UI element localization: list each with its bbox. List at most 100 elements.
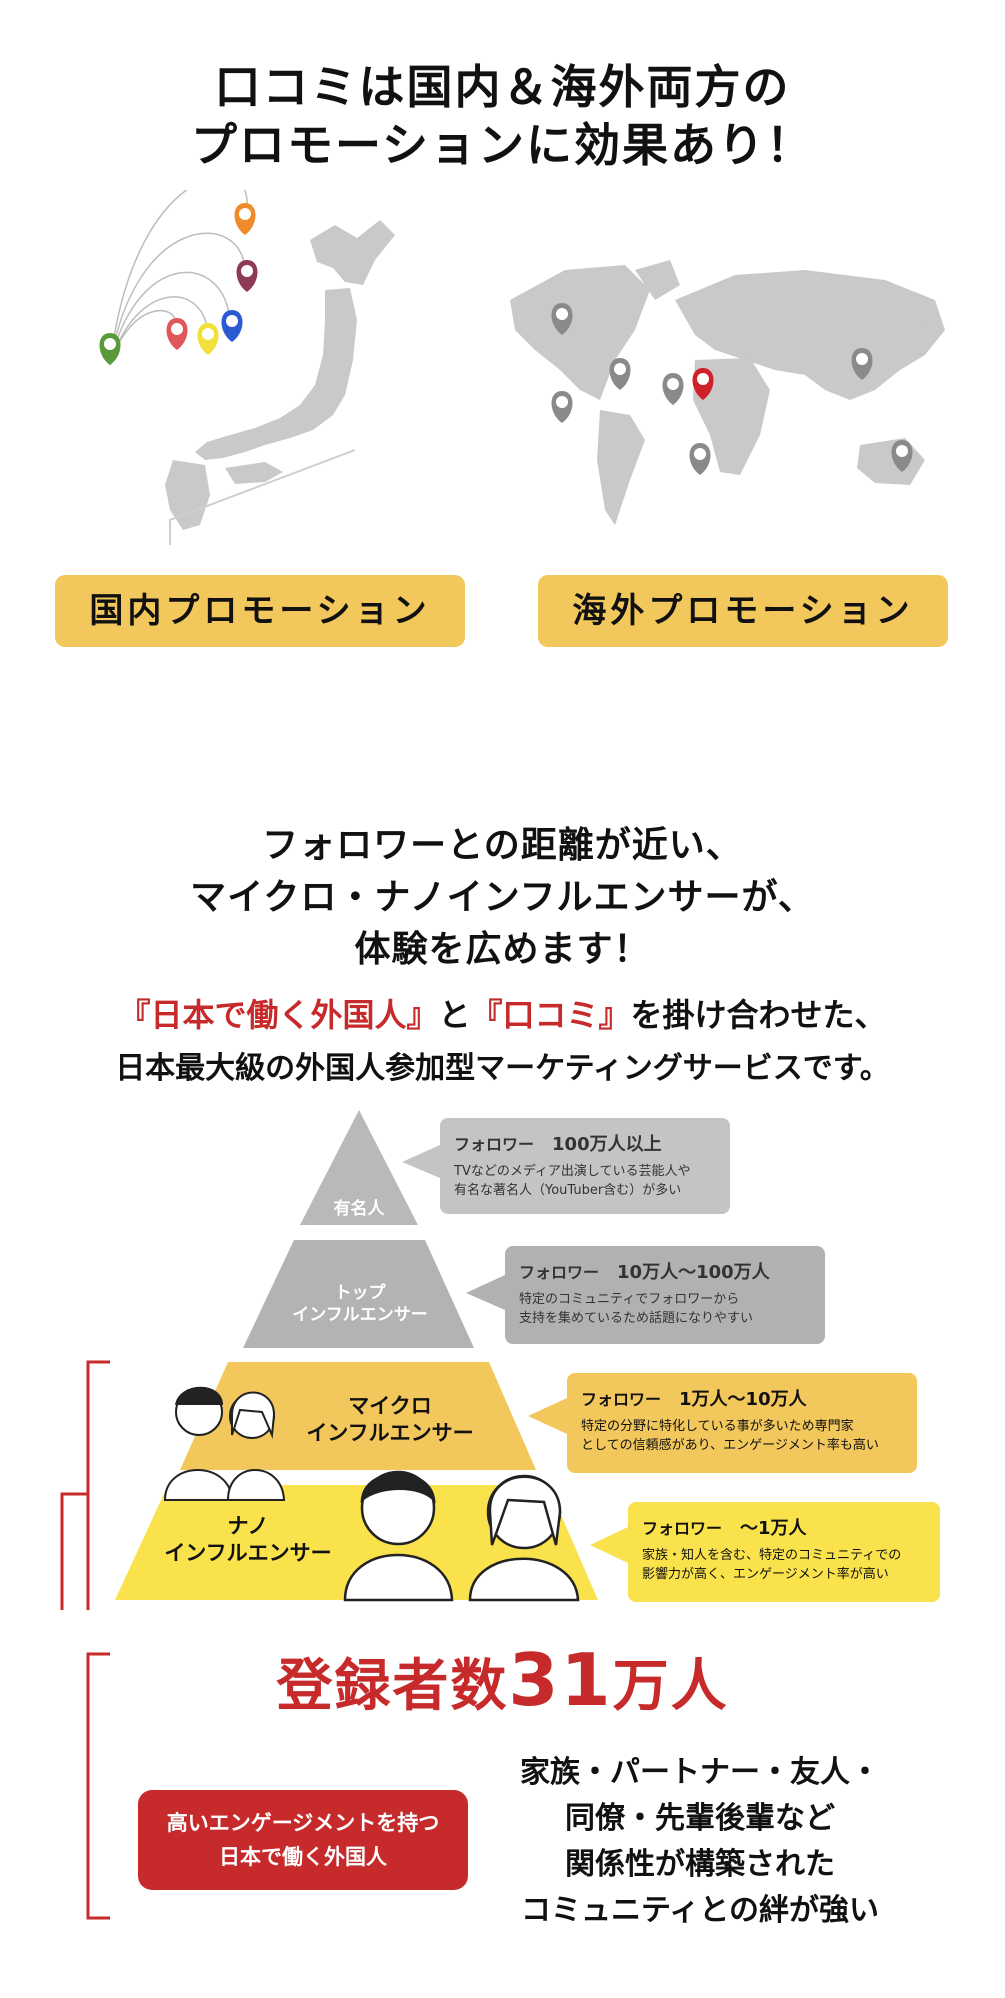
bubble-celebrity: フォロワー 100万人以上 TVなどのメディア出演している芸能人や 有名な著名人（… (440, 1118, 730, 1214)
intro-line-1: 『日本で働く外国人』と『口コミ』を掛け合わせた、 (0, 992, 1005, 1038)
tier-label-nano-line-1: ナノ (227, 1514, 269, 1538)
arc-to-tohoku (109, 232, 246, 366)
tier-label-micro-line-1: マイクロ (348, 1394, 432, 1418)
community-line-4: コミュニティとの絆が強い (521, 1893, 879, 1928)
bubble-tail-celebrity (402, 1145, 440, 1178)
intro-line-2: 日本最大級の外国人参加型マーケティングサービスです。 (115, 1051, 890, 1086)
foreign-badge-line-1: 高いエンゲージメントを持つ (166, 1811, 440, 1835)
honshu-shape (195, 288, 357, 460)
section-title-line-2: マイクロ・ナノインフルエンサーが、 (190, 877, 815, 918)
nano-influencer-people (343, 1470, 580, 1602)
bubble-celebrity-desc-2: 有名な著名人（YouTuber含む）が多い (454, 1183, 682, 1198)
bubble-nano-desc-1: 家族・知人を含む、特定のコミュニティでの (642, 1548, 902, 1563)
bubble-micro-desc-1: 特定の分野に特化している事が多いため専門家 (581, 1419, 854, 1434)
bubble-micro-count: 1万人〜10万人 (679, 1389, 807, 1410)
bubble-top-prefix: フォロワー (519, 1263, 600, 1282)
micro-influencer-people (163, 1386, 286, 1501)
japan-map (99, 190, 395, 545)
okinawa-inset-frame (169, 449, 356, 545)
bubble-celebrity-desc-1: TVなどのメディア出演している芸能人や (454, 1164, 691, 1179)
bracket-registrants (86, 1652, 110, 1920)
pyramid-tier-nano (115, 1485, 598, 1600)
section-title: フォロワーとの距離が近い、 マイクロ・ナノインフルエンサーが、 体験を広めます！ (0, 820, 1005, 976)
south-america-shape (597, 410, 645, 525)
pin-hokkaido (234, 203, 256, 235)
community-description: 家族・パートナー・友人・ 同僚・先輩後輩など 関係性が構築された コミュニティと… (470, 1750, 930, 1934)
bubble-top-count: 10万人〜100万人 (617, 1262, 770, 1283)
intro-quote-foreigners: 『日本で働く外国人』 (118, 996, 439, 1034)
bubble-nano: フォロワー〜1万人 家族・知人を含む、特定のコミュニティでの 影響力が高く、エン… (628, 1502, 940, 1602)
tier-label-top-line-1: トップ (334, 1283, 386, 1303)
foreign-workers-badge: 高いエンゲージメントを持つ 日本で働く外国人 (138, 1790, 468, 1890)
bubble-celebrity-title: フォロワー 100万人以上 (454, 1130, 716, 1156)
section-title-line-1: フォロワーとの距離が近い、 (262, 825, 743, 866)
overseas-promotion-label: 海外プロモーション (572, 591, 914, 631)
kyushu-shape (165, 460, 210, 530)
community-line-2: 同僚・先輩後輩など (565, 1801, 835, 1836)
pyramid-tier-celebrity (300, 1110, 418, 1225)
pin-kansai (166, 318, 188, 350)
page-title: 口コミは国内＆海外両方の プロモーションに効果あり！ (0, 58, 1005, 174)
bracket-influencers (86, 1360, 110, 1610)
bubble-celebrity-count: 100万人以上 (552, 1134, 662, 1155)
pin-southeast-asia (689, 443, 711, 475)
pin-europe (609, 358, 631, 390)
bubble-celebrity-prefix: フォロワー (454, 1135, 535, 1154)
title-line-1: 口コミは国内＆海外両方の (214, 60, 791, 114)
bubble-nano-prefix: フォロワー (642, 1519, 723, 1538)
domestic-promotion-label: 国内プロモーション (89, 591, 431, 631)
arc-to-hokkaido (109, 190, 248, 366)
tier-label-top: トップ インフルエンサー (255, 1282, 465, 1326)
intro-quote-wom: 『口コミ』 (470, 996, 631, 1034)
pin-central-america (551, 391, 573, 423)
bubble-micro-desc-2: としての信頼感があり、エンゲージメント率も高い (581, 1438, 879, 1453)
bubble-tail-micro (528, 1398, 567, 1434)
influencer-pyramid (60, 1110, 628, 1610)
domestic-promotion-button[interactable]: 国内プロモーション (55, 575, 465, 647)
registrants-number: 31 (508, 1638, 613, 1722)
pin-pacific (851, 348, 873, 380)
shikoku-shape (225, 462, 283, 484)
pyramid-tier-top (243, 1240, 474, 1348)
bubble-nano-title: フォロワー〜1万人 (642, 1514, 926, 1540)
pin-north-america (551, 303, 573, 335)
bubble-nano-desc-2: 影響力が高く、エンゲージメント率が高い (642, 1567, 889, 1582)
tier-label-nano-line-2: インフルエンサー (164, 1541, 332, 1565)
registrants-suffix: 万人 (612, 1654, 729, 1719)
pin-east-asia (692, 368, 714, 400)
tier-label-micro-line-2: インフルエンサー (306, 1421, 474, 1445)
community-line-1: 家族・パートナー・友人・ (520, 1755, 880, 1790)
bubble-top-desc-2: 支持を集めているため話題になりやすい (519, 1311, 754, 1326)
community-line-3: 関係性が構築された (565, 1847, 835, 1882)
tier-label-top-line-2: インフルエンサー (292, 1305, 428, 1325)
pyramid-tier-micro (180, 1362, 536, 1470)
pin-kanto (221, 310, 243, 342)
bubble-tail-top (466, 1275, 505, 1310)
world-map (510, 260, 945, 525)
arc-to-kanto (109, 271, 231, 366)
intro-tail: を掛け合わせた、 (630, 996, 887, 1034)
japan-small-shape (915, 322, 925, 348)
greenland-shape (635, 260, 680, 300)
registrants-prefix: 登録者数 (276, 1654, 509, 1719)
overseas-promotion-button[interactable]: 海外プロモーション (538, 575, 948, 647)
tier-label-nano: ナノ インフルエンサー (148, 1513, 348, 1567)
pin-chubu (197, 323, 219, 355)
section-title-line-3: 体験を広めます！ (354, 929, 651, 970)
arc-to-chubu (109, 296, 209, 366)
north-america-shape (510, 265, 650, 400)
bubble-nano-count: 〜1万人 (740, 1518, 807, 1539)
pin-tohoku (236, 260, 258, 292)
pin-central-asia (662, 373, 684, 405)
hokkaido-shape (310, 220, 395, 285)
tier-label-celebrity: 有名人 (333, 1199, 385, 1219)
bubble-top-title: フォロワー 10万人〜100万人 (519, 1258, 811, 1284)
tier-label-micro: マイクロ インフルエンサー (290, 1393, 490, 1447)
pin-south-america (891, 440, 913, 472)
foreign-badge-line-2: 日本で働く外国人 (219, 1845, 387, 1869)
bracket-connector (60, 1492, 88, 1610)
europe-asia-shape (675, 270, 945, 400)
bubble-tail-nano (590, 1527, 628, 1563)
registrants-count: 登録者数31万人 (0, 1640, 1005, 1727)
